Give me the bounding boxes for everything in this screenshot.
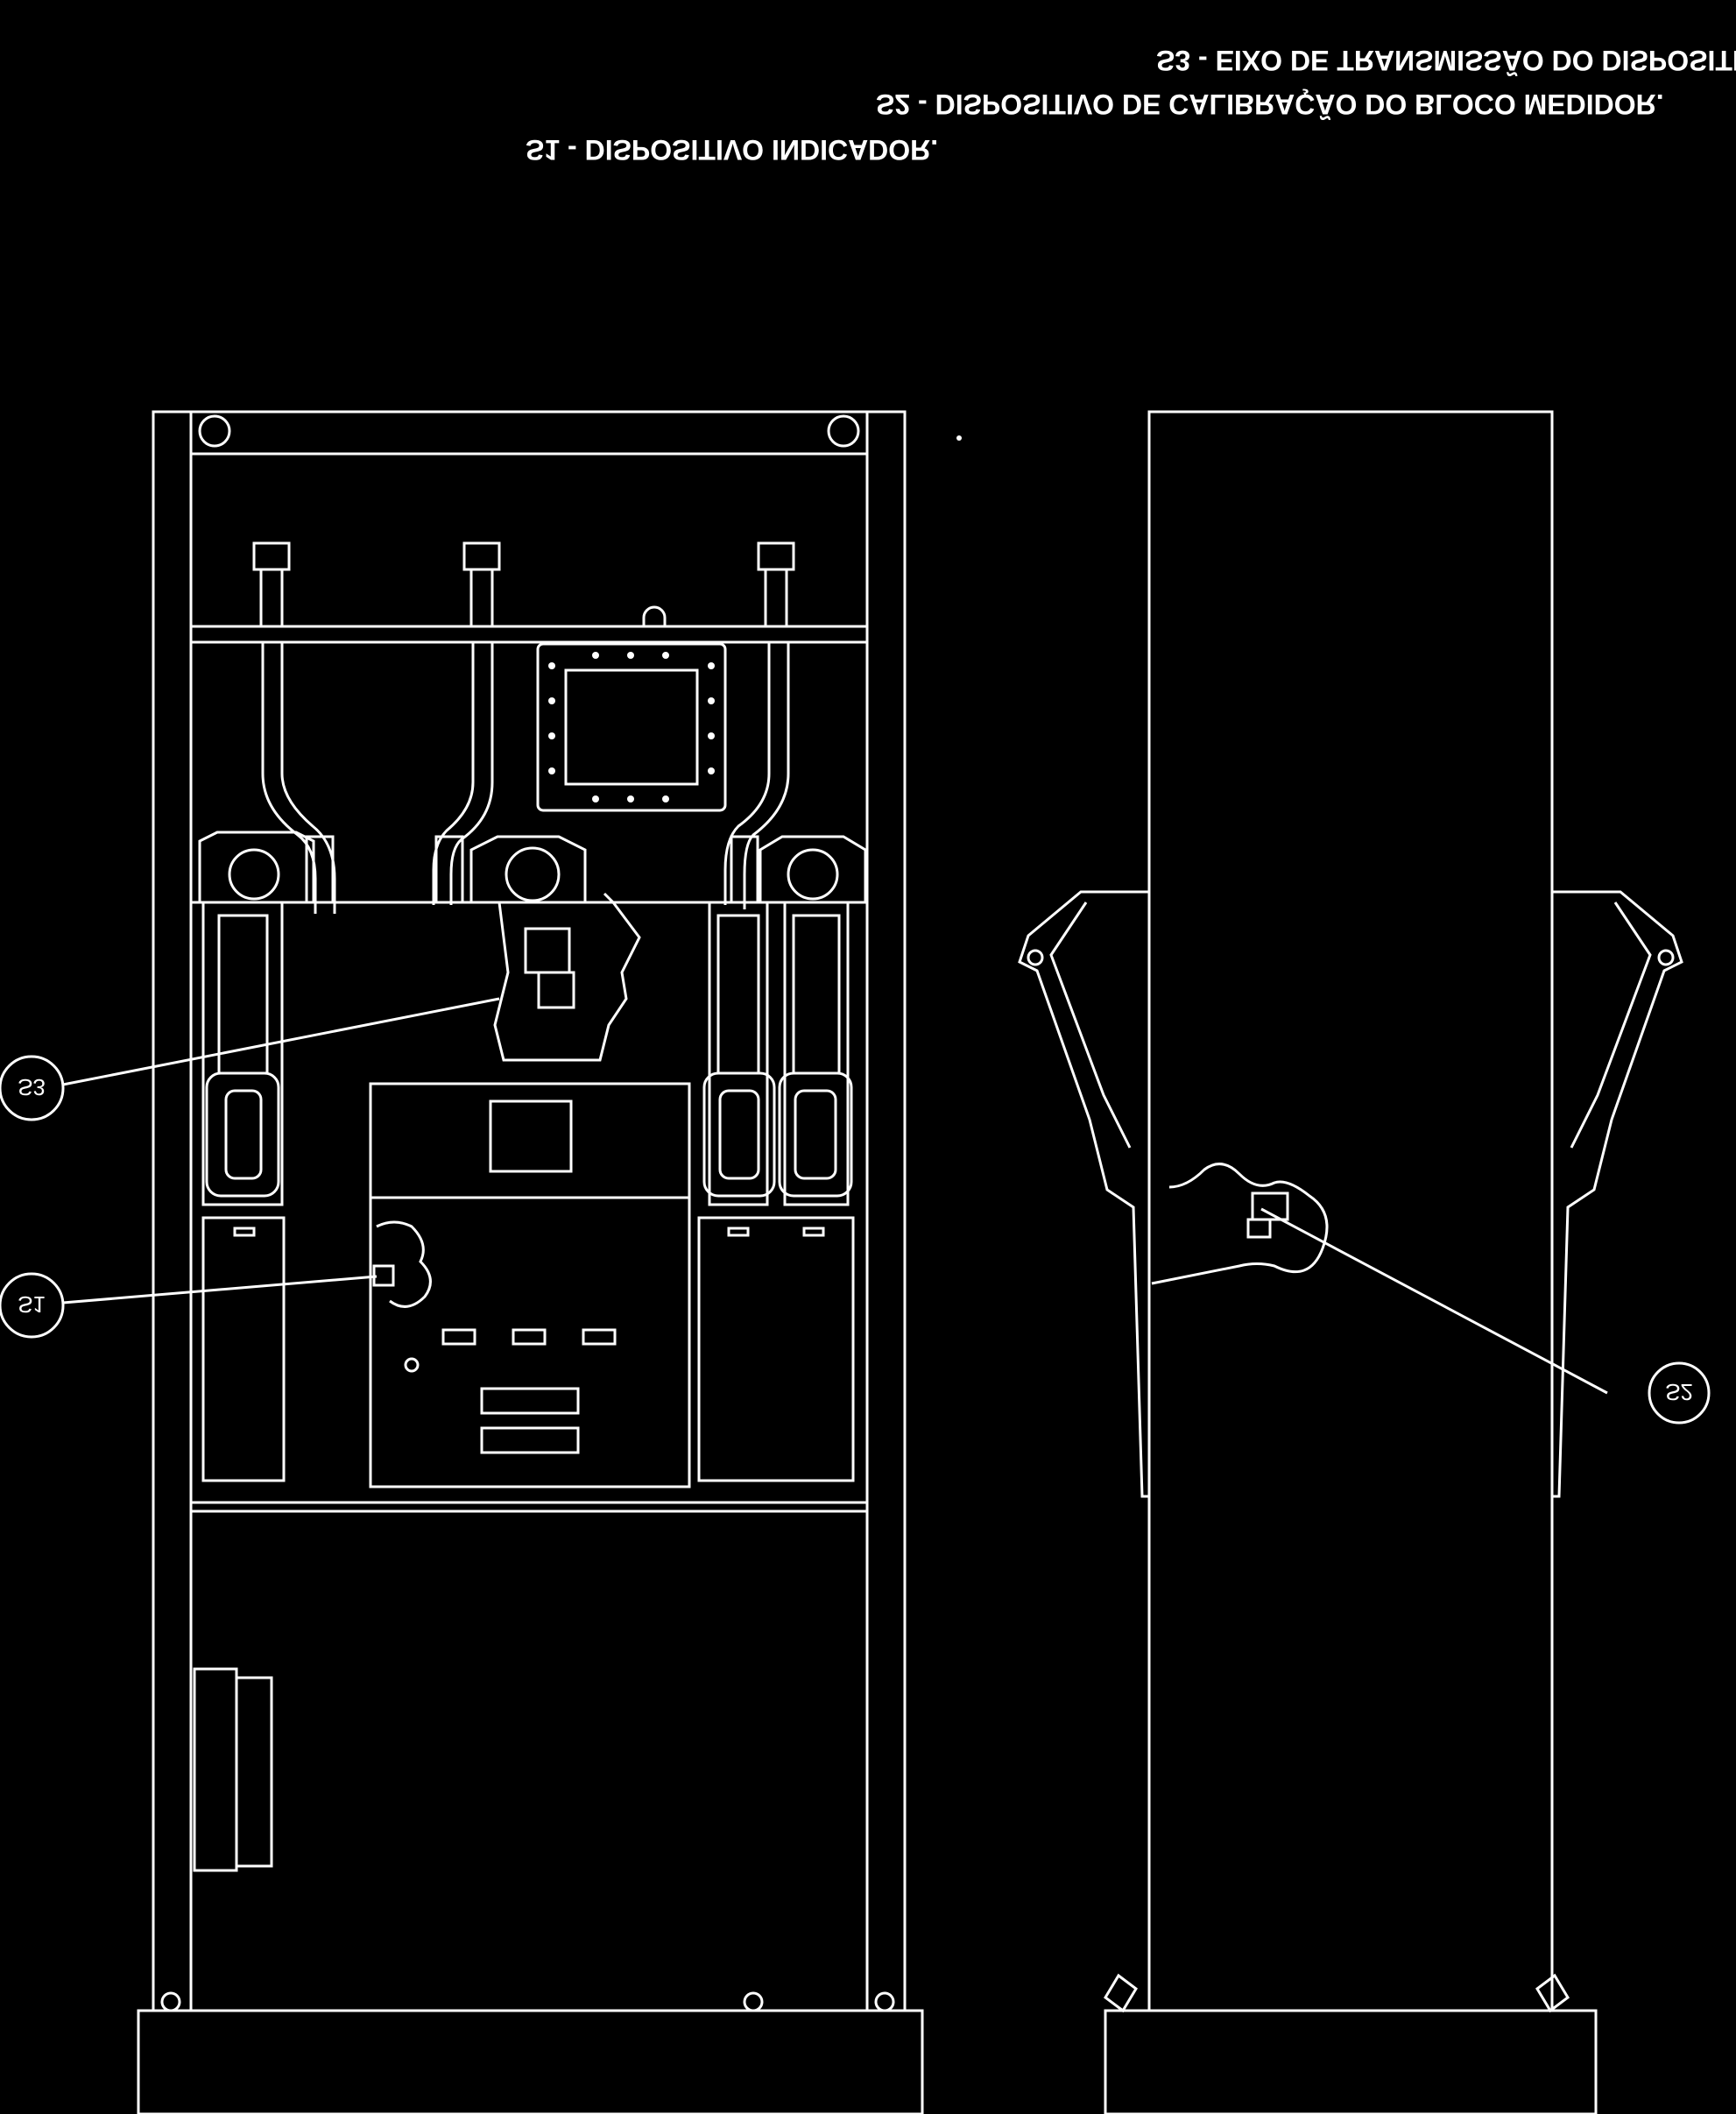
indicator-panel bbox=[369, 1196, 691, 1488]
legend-s2: S2 - DISPOSITIVO DE CALIBRAÇÃO DO BLOCO … bbox=[876, 88, 1664, 120]
nozzle-holsters bbox=[201, 901, 853, 1206]
lower-module bbox=[193, 1667, 238, 1872]
side-holster-left bbox=[1018, 890, 1149, 1498]
s3-leader bbox=[62, 997, 500, 1086]
left-cabinet bbox=[201, 1216, 286, 1482]
s3-cutaway bbox=[493, 892, 641, 1062]
s3-bubble bbox=[0, 1055, 65, 1121]
s2-bubble bbox=[1648, 1361, 1711, 1425]
pipes bbox=[261, 642, 790, 914]
upper-display-window bbox=[489, 1099, 573, 1173]
side-base bbox=[1104, 2009, 1598, 2114]
s1-bubble bbox=[0, 1272, 65, 1339]
s2-leader bbox=[1260, 1207, 1608, 1395]
front-view bbox=[137, 410, 924, 2114]
meter-blocks bbox=[198, 831, 867, 904]
junction-box bbox=[536, 642, 727, 812]
front-base bbox=[137, 2009, 924, 2114]
callouts bbox=[0, 997, 1711, 1425]
s1-cutaway bbox=[376, 1220, 432, 1308]
right-cabinet bbox=[697, 1216, 855, 1482]
s2-bubble-label: S2 bbox=[1665, 1379, 1693, 1405]
s1-bubble-label: S1 bbox=[18, 1291, 46, 1318]
cross-bar bbox=[189, 625, 869, 644]
legend-s1: S1 - DISPOSITIVO INDICADOR. bbox=[526, 134, 938, 166]
inlet-fittings bbox=[252, 541, 795, 628]
front-frame-outline bbox=[152, 410, 907, 2012]
side-cabinet bbox=[1147, 410, 1554, 2012]
top-bolt-right bbox=[827, 414, 860, 448]
s2-cutaway bbox=[1151, 1163, 1329, 1285]
side-holster-right bbox=[1552, 890, 1683, 1498]
legend: S3 - EIXO DE TRANSMISSÃO DO DISPOSITIVO … bbox=[526, 45, 1736, 166]
s3-bubble-label: S3 bbox=[18, 1074, 46, 1100]
legend-s3: S3 - EIXO DE TRANSMISSÃO DO DISPOSITIVO … bbox=[1156, 45, 1736, 76]
side-view bbox=[1018, 410, 1683, 2114]
top-bolt-left bbox=[198, 414, 231, 448]
s1-leader bbox=[62, 1275, 378, 1304]
